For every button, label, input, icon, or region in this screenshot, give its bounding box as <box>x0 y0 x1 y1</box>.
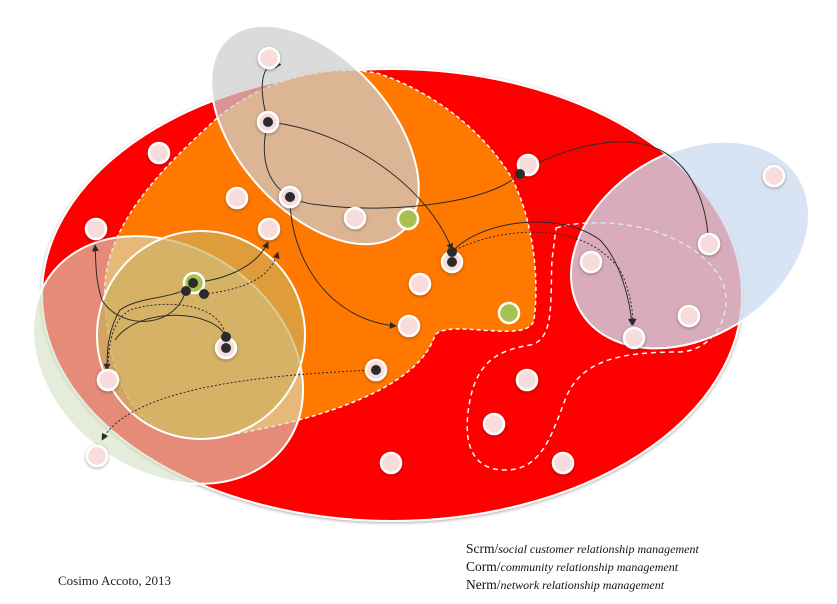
node[interactable] <box>84 217 108 241</box>
node[interactable] <box>677 304 701 328</box>
active-dots <box>181 117 525 375</box>
legend-desc: social customer relationship management <box>498 542 699 556</box>
node[interactable] <box>579 250 603 274</box>
legend-desc: community relationship management <box>500 560 679 574</box>
author-credit: Cosimo Accoto, 2013 <box>58 573 172 588</box>
legend-abbr: Corm/ <box>466 559 501 574</box>
node-green[interactable] <box>396 207 420 231</box>
legend-scrm: Scrm/social customer relationship manage… <box>466 540 699 558</box>
node[interactable] <box>257 46 281 70</box>
node[interactable] <box>257 217 281 241</box>
legend-abbr: Scrm/ <box>466 541 499 556</box>
node[interactable] <box>85 444 109 468</box>
node[interactable] <box>482 412 506 436</box>
legend-nerm: Nerm/network relationship management <box>466 576 699 594</box>
node[interactable] <box>551 451 575 475</box>
node[interactable] <box>96 368 120 392</box>
tan-circle <box>96 230 306 440</box>
connections <box>91 60 712 441</box>
legend-abbr: Nerm/ <box>466 577 501 592</box>
node[interactable] <box>147 141 171 165</box>
node[interactable] <box>343 206 367 230</box>
node-green[interactable] <box>497 301 521 325</box>
gray-ellipse <box>210 24 420 246</box>
blue-ellipse <box>570 140 810 350</box>
node[interactable] <box>697 232 721 256</box>
legend: Scrm/social customer relationship manage… <box>466 540 699 594</box>
node[interactable] <box>515 368 539 392</box>
node[interactable] <box>225 186 249 210</box>
node[interactable] <box>379 451 403 475</box>
node[interactable] <box>622 326 646 350</box>
legend-corm: Corm/community relationship management <box>466 558 699 576</box>
node[interactable] <box>397 314 421 338</box>
legend-desc: network relationship management <box>500 578 665 592</box>
node[interactable] <box>408 272 432 296</box>
node[interactable] <box>762 164 786 188</box>
